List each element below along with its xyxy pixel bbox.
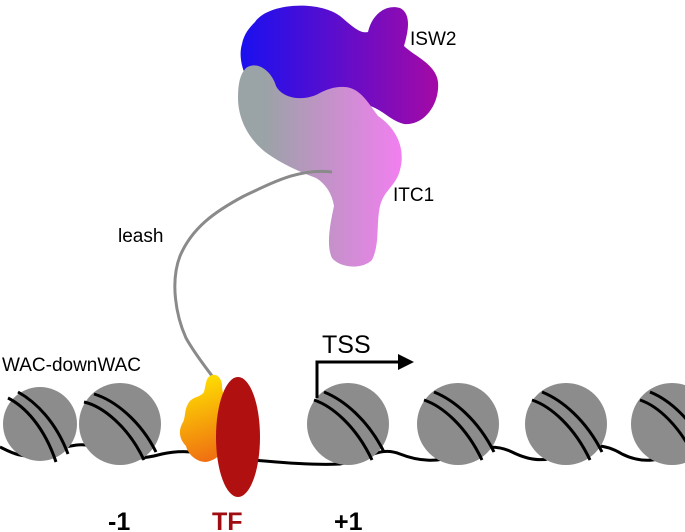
nucleosome-4	[631, 383, 685, 465]
tss-label: TSS	[322, 331, 371, 359]
nucleosome-1	[3, 387, 77, 463]
position-plus1-label: +1	[334, 508, 363, 532]
tss-arrow	[315, 354, 414, 398]
isw2-label: ISW2	[410, 29, 456, 50]
transcription-factor	[216, 377, 260, 497]
position-minus1-label: -1	[108, 508, 130, 532]
wac-downwac-label: WAC-downWAC	[2, 355, 141, 376]
nucleosome-minus1	[79, 383, 161, 465]
nucleosome-2	[417, 383, 499, 465]
nucleosome-plus1	[307, 383, 389, 465]
itc1-protein	[238, 65, 402, 267]
tf-label: TF	[212, 508, 243, 532]
isw2-protein	[240, 5, 439, 125]
itc1-label: ITC1	[393, 185, 434, 206]
leash-label: leash	[118, 226, 163, 247]
leash-linker	[173, 169, 333, 385]
nucleosome-3	[525, 383, 607, 465]
